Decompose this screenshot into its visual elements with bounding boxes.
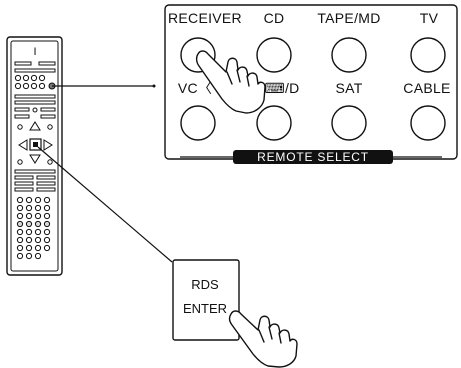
rds-label: RDS (191, 277, 219, 292)
sat-label: SAT (335, 80, 362, 96)
leader-line-rds-enter (37, 146, 173, 263)
remote-select-banner-label: REMOTE SELECT (257, 150, 369, 164)
vcr-label: VC〈 (178, 80, 212, 96)
pointing-hand-icon (195, 50, 266, 114)
tape-md-label: TAPE/MD (317, 10, 380, 26)
tv-button[interactable] (410, 37, 446, 73)
dvd-button[interactable] (256, 105, 292, 141)
remote-dpad (17, 121, 53, 165)
remote-select-panel: RECEIVER CD TAPE/MD TV VC〈 ⌨/D SAT CABLE… (164, 4, 458, 164)
receiver-label: RECEIVER (168, 10, 242, 26)
cable-button[interactable] (410, 105, 446, 141)
remote-control: I (6, 36, 63, 276)
tv-label: TV (420, 10, 439, 26)
remote-top-label: I (33, 46, 36, 58)
cd-button[interactable] (256, 37, 292, 73)
enter-label: ENTER (183, 301, 227, 316)
tape-md-button[interactable] (331, 37, 367, 73)
remote-select-banner (233, 150, 393, 164)
cd-label: CD (264, 10, 285, 26)
vcr-button[interactable] (180, 105, 216, 141)
dvd-label: ⌨/D (264, 80, 299, 96)
remote-keypad (16, 196, 51, 260)
rds-enter-panel: RDS ENTER (172, 259, 298, 368)
cable-label: CABLE (403, 80, 450, 96)
sat-button[interactable] (331, 105, 367, 141)
pointing-hand-icon (228, 310, 298, 368)
rds-enter-button[interactable] (172, 259, 240, 341)
